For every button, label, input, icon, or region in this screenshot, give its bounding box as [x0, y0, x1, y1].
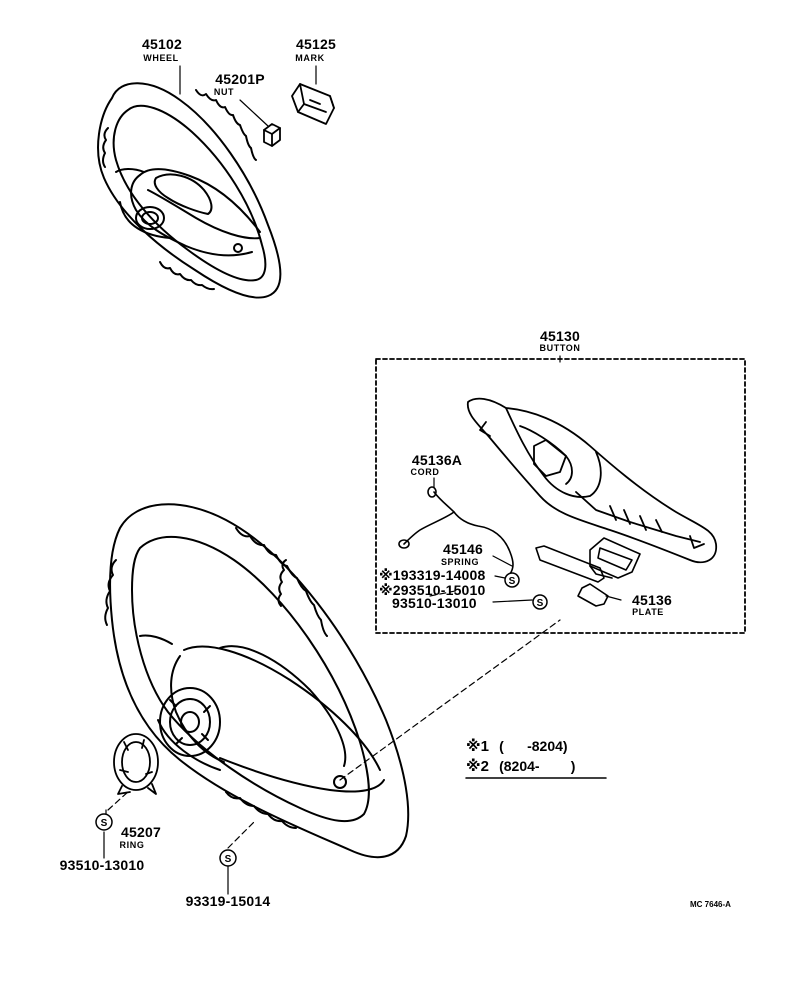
spring-number: 45146	[443, 541, 483, 557]
svg-text:S: S	[225, 854, 232, 865]
screw-1-label: ※193319-14008	[379, 568, 486, 582]
note-1: ※1 ( -8204)	[466, 739, 568, 754]
svg-text:S: S	[537, 598, 544, 609]
note-1-range: ( -8204)	[499, 738, 568, 754]
spring-part	[535, 545, 613, 583]
ring-part	[113, 733, 159, 795]
note-2-mark: ※2	[466, 758, 489, 775]
svg-text:S: S	[101, 818, 108, 829]
s-marker-screw3: S	[532, 594, 548, 610]
button-part	[466, 397, 717, 564]
steering-wheel-top	[97, 82, 282, 299]
button-number: 45130	[540, 328, 580, 344]
mark-name: MARK	[295, 53, 325, 63]
ring-number: 45207	[121, 824, 161, 840]
note-1-mark: ※1	[466, 738, 489, 755]
wheel-top-number: 45102	[142, 36, 182, 52]
plate-name: PLATE	[632, 607, 664, 617]
button-name: BUTTON	[539, 343, 581, 353]
ring-screw-number: 93510-13010	[59, 857, 145, 873]
screw-1-number: 93319-14008	[400, 567, 486, 583]
insulator-part	[589, 537, 641, 579]
cord-name: CORD	[410, 467, 440, 477]
screw-2-prefix: ※2	[379, 582, 401, 598]
ring-name: RING	[119, 840, 145, 850]
svg-text:S: S	[509, 576, 516, 587]
steering-wheel-main	[104, 503, 410, 859]
spring-name: SPRING	[440, 557, 480, 567]
wheel-screw-number: 93319-15014	[185, 893, 271, 909]
nut-name: NUT	[213, 87, 235, 97]
cord-number: 45136A	[411, 452, 463, 468]
note-2-range: (8204- )	[499, 758, 576, 774]
screw-3-number: 93510-13010	[392, 595, 477, 611]
plate-number: 45136	[632, 592, 672, 608]
s-marker-wheel-screw: S	[219, 849, 237, 867]
s-marker-ring-screw: S	[95, 813, 113, 831]
leader-lines	[103, 65, 622, 895]
diagram-code: MC 7646-A	[690, 900, 731, 909]
assembly-dash-lines	[107, 589, 561, 849]
note-2: ※2 (8204- )	[466, 759, 575, 774]
screw-1-prefix: ※1	[379, 567, 401, 583]
cord-part	[398, 486, 514, 575]
screw-2-number: 93510-15010	[400, 582, 486, 598]
mark-number: 45125	[296, 36, 336, 52]
screw-2-label: ※293510-15010	[379, 583, 486, 597]
wheel-top-name: WHEEL	[143, 53, 179, 63]
plate-part	[577, 583, 609, 607]
nut-part	[263, 123, 281, 147]
nut-number: 45201P	[215, 71, 265, 87]
s-marker-screw1: S	[504, 572, 520, 588]
mark-part	[291, 83, 335, 125]
